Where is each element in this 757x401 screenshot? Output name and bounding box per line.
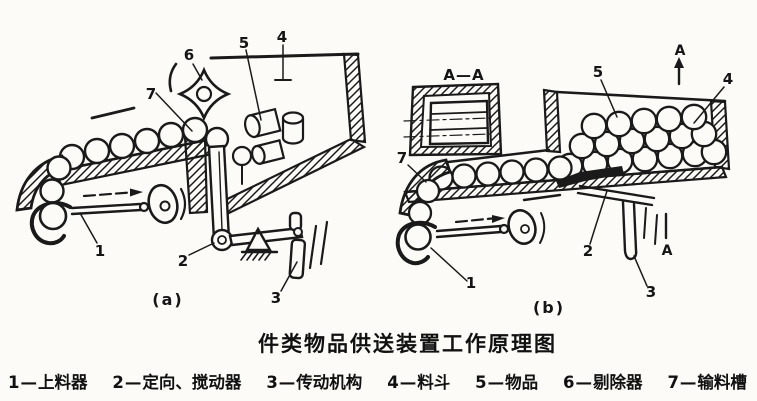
- legend-name: 输料槽: [697, 373, 747, 392]
- legend-num: 4: [387, 373, 399, 392]
- panel-a: 6 5 4 7 1 2 3 (a): [15, 28, 367, 309]
- legend-name: 物品: [505, 373, 539, 392]
- chute-b: [398, 155, 573, 226]
- section-arrow-label-bottom: A: [662, 243, 673, 259]
- part-label-b-2: 2: [583, 242, 593, 260]
- section-arrow-label-top: A: [675, 43, 686, 59]
- legend-num: 2: [112, 373, 124, 392]
- part-label-a-6: 6: [184, 46, 194, 64]
- part-label-b-7: 7: [397, 149, 407, 167]
- hopper-items-a: [231, 107, 305, 185]
- legend-name: 传动机构: [296, 373, 363, 392]
- legend-item-2: 2—定向、搅动器: [112, 369, 241, 393]
- part-label-a-3: 3: [271, 289, 281, 307]
- section-arrows-b: [664, 57, 684, 240]
- legend-num: 7: [667, 373, 679, 392]
- legend-name: 剔除器: [593, 373, 643, 392]
- drive-linkage-a: [228, 211, 329, 280]
- part-label-a-5: 5: [239, 34, 249, 52]
- part-label-a-1: 1: [95, 242, 105, 260]
- principle-diagram: 6 5 4 7 1 2 3 (a): [15, 28, 733, 317]
- legend-num: 6: [563, 373, 575, 392]
- star-rejector-a: [168, 62, 232, 122]
- leader-lines-a: [79, 44, 298, 292]
- section-view-b: [403, 82, 503, 157]
- legend-num: 5: [475, 373, 487, 392]
- legend-dash: —: [278, 373, 296, 392]
- figure-legend: 1—上料器 2—定向、搅动器 3—传动机构 4—料斗 5—物品 6—剔除器 7—…: [0, 369, 757, 393]
- legend-item-5: 5—物品: [475, 369, 538, 393]
- legend-name: 上料器: [37, 373, 88, 392]
- part-label-b-4: 4: [723, 70, 733, 88]
- legend-name: 定向、搅动器: [142, 373, 242, 392]
- chute-a: [15, 106, 214, 212]
- legend-dash: —: [679, 373, 697, 392]
- part-label-b-1: 1: [466, 274, 476, 292]
- legend-num: 1: [8, 373, 20, 392]
- legend-num: 3: [266, 373, 278, 392]
- part-label-b-5: 5: [593, 63, 603, 81]
- part-label-b-3: 3: [646, 283, 656, 301]
- panel-a-tag: (a): [152, 290, 183, 309]
- orienter-link-a: [204, 126, 234, 252]
- legend-dash: —: [20, 373, 37, 392]
- legend-name: 料斗: [417, 373, 451, 392]
- part-label-a-7: 7: [146, 85, 156, 103]
- section-title-b: A—A: [443, 66, 484, 84]
- legend-dash: —: [487, 373, 505, 392]
- leader-lines-b: [407, 79, 725, 287]
- legend-item-6: 6—剔除器: [563, 369, 642, 393]
- legend-item-3: 3—传动机构: [266, 369, 362, 393]
- figure-caption: 件类物品供送装置工作原理图: [258, 332, 557, 356]
- legend-item-1: 1—上料器: [8, 369, 87, 393]
- loader-b: [395, 209, 546, 266]
- legend-item-4: 4—料斗: [387, 369, 450, 393]
- loader-a: [29, 183, 187, 246]
- part-label-a-2: 2: [178, 252, 188, 270]
- legend-dash: —: [399, 373, 417, 392]
- legend-dash: —: [124, 373, 142, 392]
- legend-dash: —: [575, 373, 593, 392]
- hopper-items-b: [556, 103, 728, 180]
- orienter-support-b: [556, 166, 658, 261]
- part-label-a-4: 4: [277, 28, 287, 46]
- panel-b: A—A A A 5 4 7 1 2 3 (b): [395, 43, 733, 317]
- panel-b-tag: (b): [533, 298, 565, 317]
- legend-item-7: 7—输料槽: [667, 369, 746, 393]
